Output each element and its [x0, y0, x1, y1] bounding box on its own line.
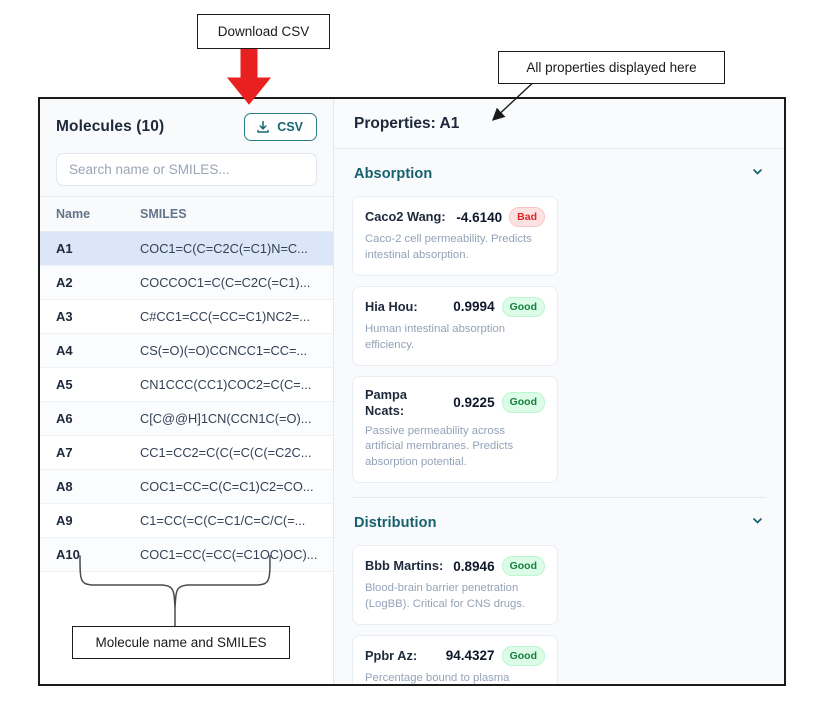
property-value: 0.9994: [453, 299, 495, 315]
property-value-group: 0.8946 Good: [453, 556, 545, 577]
molecule-smiles: COC1=CC(=CC(=C1OC)OC)...: [140, 547, 317, 562]
property-description: Caco-2 cell permeability. Predicts intes…: [365, 233, 532, 261]
property-description: Human intestinal absorption efficiency.: [365, 322, 506, 351]
molecule-name: A6: [56, 411, 73, 426]
molecule-row[interactable]: A1 COC1=C(C=C2C(=C1)N=C...: [40, 232, 333, 266]
property-value-group: 0.9994 Good: [453, 296, 545, 317]
molecules-header-row: Molecules (10) CSV: [56, 113, 317, 141]
property-value: 94.4327: [445, 648, 495, 664]
molecule-row[interactable]: A8 COC1=CC=C(C=C1)C2=CO...: [40, 470, 333, 504]
property-section-header[interactable]: Absorption: [352, 149, 766, 196]
molecule-name: A7: [56, 445, 73, 460]
property-value: -4.6140: [456, 209, 503, 225]
property-card-header: Ppbr Az: 94.4327 Good: [365, 645, 545, 666]
molecule-smiles: COC1=C(C=C2C(=C1)N=C...: [140, 241, 308, 256]
property-label: Caco2 Wang:: [365, 209, 446, 225]
column-header-name: Name: [56, 207, 91, 221]
molecule-smiles: C[C@@H]1CN(CCN1C(=O)...: [140, 411, 312, 426]
property-label: Pampa Ncats:: [365, 386, 407, 418]
molecules-title: Molecules (10): [56, 118, 165, 135]
properties-pointer-arrow-icon: [491, 77, 539, 121]
property-section-title: Distribution: [354, 515, 437, 531]
molecule-smiles: COC1=CC=C(C=C1)C2=CO...: [140, 479, 314, 494]
red-down-arrow-icon: [226, 43, 272, 105]
molecules-table-body: A1 COC1=C(C=C2C(=C1)N=C... A2 COCCOC1=C(C=C…: [40, 232, 333, 684]
property-section-title: Absorption: [354, 166, 433, 182]
molecule-name: A9: [56, 513, 73, 528]
chevron-down-icon[interactable]: [751, 165, 764, 183]
molecule-name: A4: [56, 343, 73, 358]
property-card-header: Bbb Martins: 0.8946 Good: [365, 556, 545, 577]
property-description: Blood-brain barrier penetration (LogBB).…: [365, 582, 526, 610]
chevron-down-icon[interactable]: [751, 514, 764, 532]
property-value-group: 94.4327 Good: [445, 645, 545, 666]
property-card-header: Caco2 Wang: -4.6140 Bad: [365, 207, 545, 228]
property-value: 0.9225: [453, 395, 495, 411]
application-window: Molecules (10) CSV: [38, 97, 786, 686]
status-badge: Good: [501, 645, 545, 666]
molecule-smiles: CC1=CC2=C(C(=C(C(=C2C...: [140, 445, 312, 460]
property-value-group: -4.6140 Bad: [456, 207, 545, 228]
search-input[interactable]: [56, 153, 317, 186]
molecule-smiles: C#CC1=CC(=CC=C1)NC2=...: [140, 309, 310, 324]
molecule-row[interactable]: A3 C#CC1=CC(=CC=C1)NC2=...: [40, 300, 333, 334]
curly-brace-icon: [79, 555, 271, 628]
molecules-header: Molecules (10) CSV: [40, 99, 333, 196]
download-csv-button[interactable]: CSV: [244, 113, 317, 141]
molecule-smiles: CS(=O)(=O)CCNCC1=CC=...: [140, 343, 308, 358]
molecule-row[interactable]: A9 C1=CC(=C(C=C1/C=C/C(=...: [40, 504, 333, 538]
property-value-group: 0.9225 Good: [453, 392, 545, 413]
download-icon: [256, 120, 270, 134]
status-badge: Bad: [509, 207, 545, 228]
property-label: Ppbr Az:: [365, 647, 418, 663]
molecule-name: A1: [56, 241, 73, 256]
status-badge: Good: [501, 392, 545, 413]
property-label: Hia Hou:: [365, 298, 418, 314]
column-header-smiles: SMILES: [140, 207, 187, 221]
download-csv-label: CSV: [277, 119, 303, 134]
molecule-name: A3: [56, 309, 73, 324]
molecule-smiles: CN1CCC(CC1)COC2=C(C=...: [140, 377, 312, 392]
molecule-row[interactable]: A7 CC1=CC2=C(C(=C(C(=C2C...: [40, 436, 333, 470]
molecule-name: A2: [56, 275, 73, 290]
status-badge: Good: [501, 296, 545, 317]
property-card-header: Hia Hou: 0.9994 Good: [365, 296, 545, 317]
molecule-row[interactable]: A6 C[C@@H]1CN(CCN1C(=O)...: [40, 402, 333, 436]
molecule-row[interactable]: A10 COC1=CC(=CC(=C1OC)OC)...: [40, 538, 333, 572]
properties-header: Properties: A1: [334, 99, 784, 149]
search-container: [56, 153, 317, 186]
molecule-row[interactable]: A5 CN1CCC(CC1)COC2=C(C=...: [40, 368, 333, 402]
status-badge: Good: [501, 556, 545, 577]
molecule-name: A8: [56, 479, 73, 494]
property-card-header: Pampa Ncats: 0.9225 Good: [365, 387, 545, 419]
molecule-smiles: COCCOC1=C(C=C2C(=C1)...: [140, 275, 311, 290]
property-description: Passive permeability across artificial m…: [365, 424, 514, 469]
molecules-panel: Molecules (10) CSV: [40, 99, 334, 684]
property-section-header[interactable]: Distribution: [352, 498, 766, 545]
annotation-molecule-name-smiles: Molecule name and SMILES: [72, 626, 290, 659]
property-description: Percentage bound to plasma proteins. Aff…: [365, 671, 510, 684]
molecule-name: A5: [56, 377, 73, 392]
annotation-all-properties: All properties displayed here: [498, 51, 725, 84]
molecule-name: A10: [56, 547, 80, 562]
molecule-row[interactable]: A4 CS(=O)(=O)CCNCC1=CC=...: [40, 334, 333, 368]
molecule-smiles: C1=CC(=C(C=C1/C=C/C(=...: [140, 513, 306, 528]
property-value: 0.8946: [453, 558, 495, 574]
molecule-row[interactable]: A2 COCCOC1=C(C=C2C(=C1)...: [40, 266, 333, 300]
property-label: Bbb Martins:: [365, 558, 444, 574]
molecules-table-header: Name SMILES: [40, 196, 333, 232]
properties-title: Properties: A1: [354, 115, 460, 132]
annotation-download-csv: Download CSV: [197, 14, 330, 49]
